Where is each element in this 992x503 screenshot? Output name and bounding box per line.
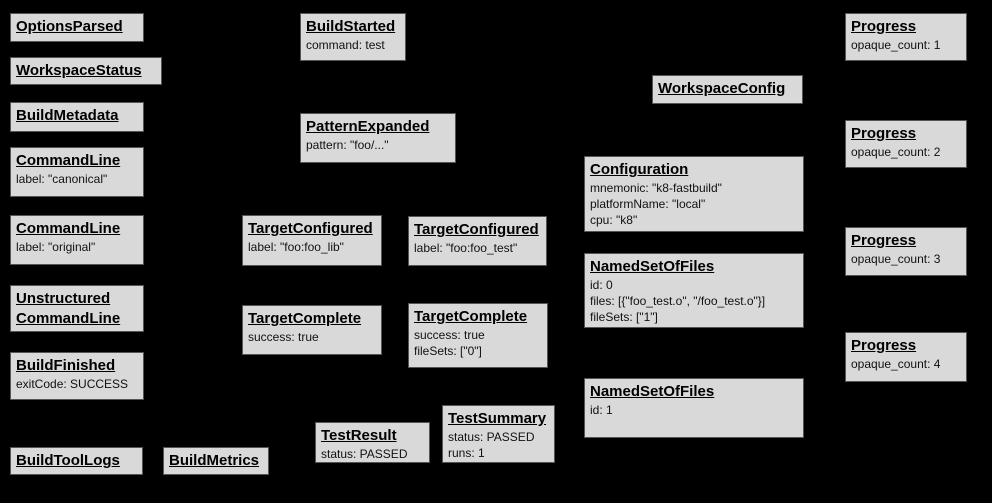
event-node-progress-4: Progress opaque_count: 4 — [845, 332, 967, 382]
node-field: id: 1 — [590, 403, 613, 417]
event-node-named-set-of-files-0: NamedSetOfFiles id: 0 files: [{"foo_test… — [584, 253, 804, 328]
node-field: platformName: "local" — [590, 197, 706, 211]
event-node-progress-2: Progress opaque_count: 2 — [845, 120, 967, 168]
node-title: Unstructured — [16, 290, 111, 307]
node-field: fileSets: ["0"] — [414, 344, 482, 358]
event-node-build-finished: BuildFinished exitCode: SUCCESS — [10, 352, 144, 400]
event-node-build-metadata: BuildMetadata — [10, 102, 144, 132]
event-node-workspace-config: WorkspaceConfig — [652, 75, 803, 104]
node-field: label: "foo:foo_lib" — [248, 240, 344, 254]
node-title: BuildFinished — [16, 357, 116, 374]
node-field: files: [{"foo_test.o", "/foo_test.o"}] — [590, 294, 766, 308]
event-node-target-configured-foo-lib: TargetConfigured label: "foo:foo_lib" — [242, 215, 382, 266]
event-node-configuration: Configuration mnemonic: "k8-fastbuild" p… — [584, 156, 804, 232]
node-title: BuildStarted — [306, 18, 396, 35]
node-field: label: "foo:foo_test" — [414, 241, 518, 255]
node-field: opaque_count: 3 — [851, 252, 941, 266]
node-field: opaque_count: 1 — [851, 38, 941, 52]
node-title: CommandLine — [16, 152, 121, 169]
node-title: TestSummary — [448, 410, 547, 427]
event-node-build-tool-logs: BuildToolLogs — [10, 447, 143, 475]
node-field: id: 0 — [590, 278, 613, 292]
node-title: TestResult — [321, 427, 397, 444]
node-title: WorkspaceConfig — [658, 80, 786, 97]
node-title: BuildToolLogs — [16, 452, 120, 469]
node-field: status: PASSED — [448, 430, 535, 444]
event-node-progress-1: Progress opaque_count: 1 — [845, 13, 967, 61]
event-node-test-summary: TestSummary status: PASSED runs: 1 — [442, 405, 555, 463]
node-field: exitCode: SUCCESS — [16, 377, 129, 391]
event-node-progress-3: Progress opaque_count: 3 — [845, 227, 967, 276]
node-title: TargetComplete — [414, 308, 528, 325]
event-node-command-line-original: CommandLine label: "original" — [10, 215, 144, 265]
node-title: Configuration — [590, 161, 689, 178]
event-node-named-set-of-files-1: NamedSetOfFiles id: 1 — [584, 378, 804, 438]
node-title: CommandLine — [16, 220, 121, 237]
event-node-target-complete-test: TargetComplete success: true fileSets: [… — [408, 303, 548, 368]
node-title: Progress — [851, 232, 917, 249]
event-node-build-started: BuildStarted command: test — [300, 13, 406, 61]
event-node-options-parsed: OptionsParsed — [10, 13, 144, 42]
node-field: pattern: "foo/..." — [306, 138, 389, 152]
node-title-line2: CommandLine — [16, 310, 121, 327]
node-field: success: true — [248, 330, 319, 344]
node-title: BuildMetrics — [169, 452, 260, 469]
node-field: status: PASSED — [321, 447, 408, 461]
node-field: cpu: "k8" — [590, 213, 638, 227]
event-node-build-metrics: BuildMetrics — [163, 447, 269, 475]
event-node-command-line-canonical: CommandLine label: "canonical" — [10, 147, 144, 197]
node-field: opaque_count: 2 — [851, 145, 941, 159]
node-field: label: "canonical" — [16, 172, 108, 186]
node-title: Progress — [851, 18, 917, 35]
node-field: success: true — [414, 328, 485, 342]
node-title: TargetConfigured — [248, 220, 373, 237]
node-title: Progress — [851, 337, 917, 354]
event-node-target-complete-lib: TargetComplete success: true — [242, 305, 382, 355]
node-title: BuildMetadata — [16, 107, 119, 124]
node-field: runs: 1 — [448, 446, 485, 460]
event-node-target-configured-foo-test: TargetConfigured label: "foo:foo_test" — [408, 216, 547, 266]
node-field: opaque_count: 4 — [851, 357, 941, 371]
node-title: NamedSetOfFiles — [590, 383, 715, 400]
node-field: command: test — [306, 38, 385, 52]
node-title: TargetConfigured — [414, 221, 539, 238]
event-node-test-result: TestResult status: PASSED — [315, 422, 430, 463]
node-title: TargetComplete — [248, 310, 362, 327]
event-node-pattern-expanded: PatternExpanded pattern: "foo/..." — [300, 113, 456, 163]
event-node-workspace-status: WorkspaceStatus — [10, 57, 162, 85]
node-title: NamedSetOfFiles — [590, 258, 715, 275]
node-field: mnemonic: "k8-fastbuild" — [590, 181, 722, 195]
event-node-unstructured-command-line: Unstructured CommandLine — [10, 285, 144, 332]
node-field: fileSets: ["1"] — [590, 310, 658, 324]
node-title: Progress — [851, 125, 917, 142]
node-title: WorkspaceStatus — [16, 62, 142, 79]
node-title: OptionsParsed — [16, 18, 123, 35]
node-field: label: "original" — [16, 240, 96, 254]
node-title: PatternExpanded — [306, 118, 430, 135]
